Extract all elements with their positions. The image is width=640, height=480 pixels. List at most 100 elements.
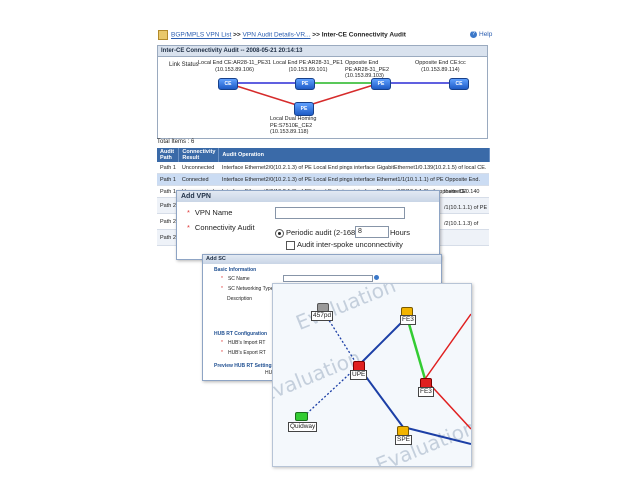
add-vpn-dialog: Add VPN *VPN Name *Connectivity Audit Pe… [176, 190, 440, 260]
dual-homing-line2: PE:S7510E_CE2 [270, 122, 313, 129]
hub-rt-heading: HUB RT Configuration [214, 331, 268, 337]
node-label[interactable]: 457pd [311, 311, 334, 321]
node-label[interactable]: Quidway [288, 422, 318, 432]
cell-path: Path 1 [157, 185, 179, 198]
link-status-label: Link Status [169, 62, 199, 68]
breadcrumb-separator: >> [233, 31, 241, 39]
dual-homing-label: Local Dual Homing PE:S7510E_CE2 (10.153.… [270, 116, 316, 136]
table-row[interactable]: Path 1 Unconnected Interface Ethernet2/0… [157, 162, 490, 174]
breadcrumb-vpn-audit[interactable]: VPN Audit Details-VR... [242, 31, 311, 39]
col-audit-path[interactable]: Audit Path [157, 148, 180, 162]
node-opposite-pe-name: Opposite End PE:AR28-31_PE2 [345, 60, 390, 73]
sc-type-text: SC Networking Type [227, 286, 274, 292]
hub-fragment: HUI [265, 370, 274, 376]
help-label: Help [479, 31, 493, 39]
topology-canvas[interactable]: Evaluation Evaluation Evaluation 457pd F… [272, 283, 472, 467]
export-rt-text: HUB's Export RT [227, 350, 266, 356]
row-fragment: /2(10.1.1.3) of [444, 221, 479, 227]
sc-name-text: SC Name [227, 276, 250, 282]
row-fragment: thernet1/0.140 [444, 189, 480, 195]
table-row[interactable]: Path 1 Connected Interface Ethernet2/0(1… [157, 173, 490, 186]
info-icon[interactable] [374, 275, 379, 280]
link-dual-opposite [302, 82, 381, 108]
help-link[interactable]: ?Help [470, 31, 492, 38]
link [405, 316, 427, 380]
link [357, 316, 408, 367]
sc-name-label: *SC Name [221, 276, 250, 282]
cell-path: Path 2 [157, 197, 179, 214]
link-dashed [324, 313, 359, 367]
node-label[interactable]: FE3 [400, 315, 416, 325]
vpn-name-text: VPN Name [194, 208, 233, 217]
inter-spoke-label: Audit inter-spoke unconnectivity [297, 240, 403, 249]
local-ce-icon[interactable]: CE [218, 78, 238, 90]
node-local-pe-name: Local End PE:AR28-31_PE1 [273, 60, 344, 66]
row-fragment: /1(10.1.1.1) of PE [444, 205, 488, 211]
opposite-ce-icon[interactable]: CE [449, 78, 469, 90]
node-opposite-ce-label: Opposite End CE:icc (10.153.89.114) [415, 60, 466, 73]
node-local-pe-label: Local End PE:AR28-31_PE1 (10.153.89.101) [273, 60, 343, 73]
cell-operation: Interface Ethernet2/0(10.2.1.3) of PE Lo… [218, 162, 490, 174]
audit-panel: Inter-CE Connectivity Audit -- 2008-05-2… [157, 45, 488, 139]
preview-heading: Preview HUB RT Settings [214, 363, 275, 369]
cell-path: Path 2 [157, 229, 179, 246]
router-icon[interactable] [295, 412, 308, 421]
cell-path: Path 2 [157, 213, 179, 230]
node-local-ce-ip: (10.153.89.106) [215, 66, 254, 73]
import-rt-label: *HUB's Import RT [221, 340, 266, 346]
connectivity-audit-label: *Connectivity Audit [187, 223, 255, 232]
breadcrumb-separator: >> [312, 31, 320, 39]
periodic-audit-label: Periodic audit (2-168) [286, 228, 358, 237]
audit-title: Inter-CE Connectivity Audit -- 2008-05-2… [158, 46, 487, 57]
dual-homing-pe-icon[interactable]: PE [294, 102, 314, 116]
dual-homing-line1: Local Dual Homing [270, 116, 317, 122]
breadcrumb: BGP/MPLS VPN List >> VPN Audit Details-V… [158, 30, 406, 40]
total-items: Total Items : 6 [157, 139, 195, 145]
node-opposite-ce-name: Opposite End CE:icc [415, 60, 466, 66]
breadcrumb-current: Inter-CE Connectivity Audit [321, 31, 406, 39]
periodic-hours-input[interactable]: 8 [355, 226, 389, 238]
col-audit-operation[interactable]: Audit Operation [218, 148, 490, 162]
vpn-name-input[interactable] [275, 207, 405, 219]
export-rt-label: *HUB's Export RT [221, 350, 266, 356]
cell-path: Path 1 [157, 173, 179, 186]
node-label[interactable]: SPE [395, 435, 413, 445]
periodic-audit-radio[interactable] [275, 229, 284, 238]
basic-info-heading: Basic Information [214, 267, 257, 273]
description-label: Description [227, 296, 253, 302]
topology-links [300, 313, 471, 445]
node-opposite-ce-ip: (10.153.89.114) [421, 66, 460, 73]
local-pe-icon[interactable]: PE [295, 78, 315, 90]
col-connectivity-result[interactable]: Connectivity Result [178, 148, 220, 162]
cell-path: Path 1 [157, 162, 179, 174]
node-local-pe-ip: (10.153.89.101) [288, 66, 328, 73]
link [402, 426, 471, 445]
link-dashed [300, 365, 359, 420]
node-opposite-pe-ip: (10.153.89.103) [345, 73, 384, 79]
link [424, 313, 471, 380]
cell-operation: Interface Ethernet2/0(10.2.1.3) of PE Lo… [218, 173, 490, 186]
connectivity-audit-text: Connectivity Audit [194, 223, 255, 232]
sc-name-input[interactable] [283, 275, 373, 282]
add-vpn-title: Add VPN [177, 191, 439, 202]
help-icon: ? [470, 31, 477, 38]
opposite-pe-icon[interactable]: PE [371, 78, 391, 90]
node-label[interactable]: UPE [350, 370, 368, 380]
cell-result: Unconnected [178, 162, 219, 174]
node-label[interactable]: FE3 [418, 387, 434, 397]
vpn-name-label: *VPN Name [187, 208, 233, 217]
folder-icon [158, 30, 168, 40]
add-sc-title: Add SC [203, 255, 441, 264]
inter-spoke-checkbox[interactable] [286, 241, 295, 250]
dual-homing-ip: (10.153.89.118) [270, 129, 309, 135]
cell-result: Connected [178, 173, 219, 186]
node-local-ce-label: Local End CE:AR28-11_PE31 (10.153.89.106… [198, 60, 271, 73]
hours-label: Hours [390, 228, 411, 237]
node-opposite-pe-label: Opposite End PE:AR28-31_PE2 (10.153.89.1… [345, 60, 403, 80]
link-dual-local [226, 82, 304, 108]
node-local-ce-name: Local End CE:AR28-11_PE31 [198, 60, 271, 66]
import-rt-text: HUB's Import RT [227, 340, 266, 346]
link-diagram [226, 82, 458, 108]
breadcrumb-vpn-list[interactable]: BGP/MPLS VPN List [171, 31, 232, 39]
sc-type-label: *SC Networking Type [221, 286, 274, 292]
